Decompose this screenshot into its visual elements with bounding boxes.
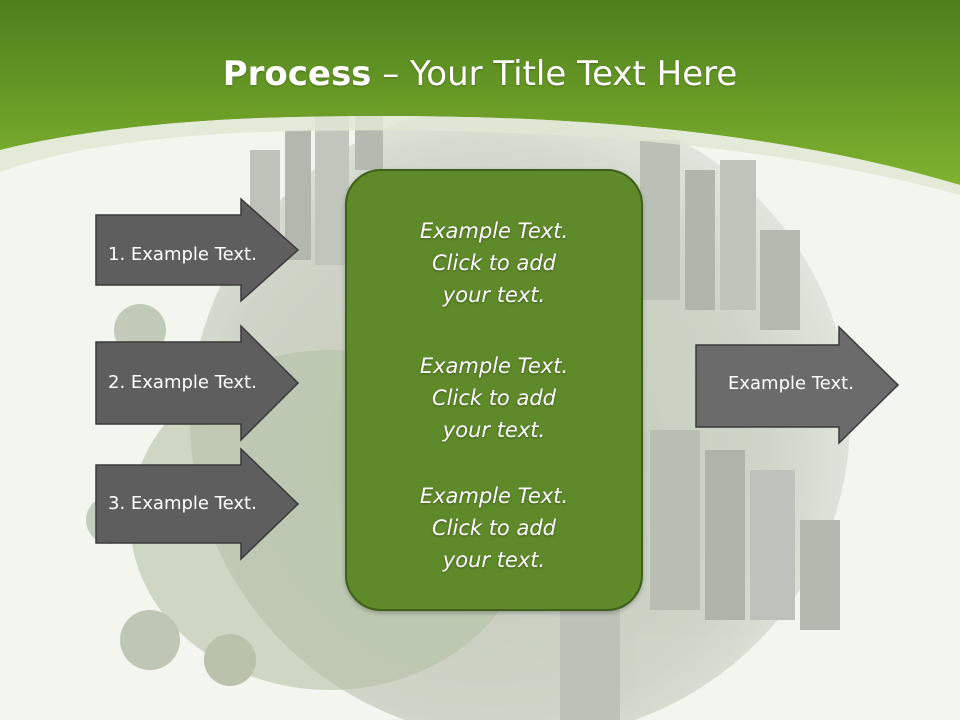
block-line: Click to add <box>431 251 556 275</box>
block-line: your text. <box>442 418 546 442</box>
right-arrow[interactable]: Example Text. <box>695 325 900 445</box>
block-line: Click to add <box>431 386 556 410</box>
right-arrow-label: Example Text. <box>728 373 854 394</box>
center-text-box[interactable]: Example Text. Click to add your text. Ex… <box>345 169 643 611</box>
title-rest: – Your Title Text Here <box>371 54 738 94</box>
block-line: your text. <box>442 283 546 307</box>
center-block-1: Example Text. Click to add your text. <box>347 215 641 311</box>
left-arrow-2-label: 2. Example Text. <box>108 372 257 393</box>
title-bold: Process <box>222 54 372 94</box>
center-block-2: Example Text. Click to add your text. <box>347 350 641 446</box>
left-arrow-2[interactable]: 2. Example Text. <box>95 324 300 442</box>
center-block-3: Example Text. Click to add your text. <box>347 480 641 576</box>
arrow-shape <box>95 197 300 303</box>
arrow-shape <box>695 325 900 445</box>
left-arrow-1-label: 1. Example Text. <box>108 244 257 265</box>
block-line: Click to add <box>431 516 556 540</box>
block-line: Example Text. <box>419 354 569 378</box>
block-line: Example Text. <box>419 219 569 243</box>
block-line: your text. <box>442 548 546 572</box>
left-arrow-1[interactable]: 1. Example Text. <box>95 197 300 303</box>
left-arrow-3[interactable]: 3. Example Text. <box>95 447 300 561</box>
block-line: Example Text. <box>419 484 569 508</box>
header-band <box>0 0 960 195</box>
arrow-shape <box>95 324 300 442</box>
arrow-shape <box>95 447 300 561</box>
left-arrow-3-label: 3. Example Text. <box>108 493 257 514</box>
slide-title: Process – Your Title Text Here <box>0 52 960 96</box>
